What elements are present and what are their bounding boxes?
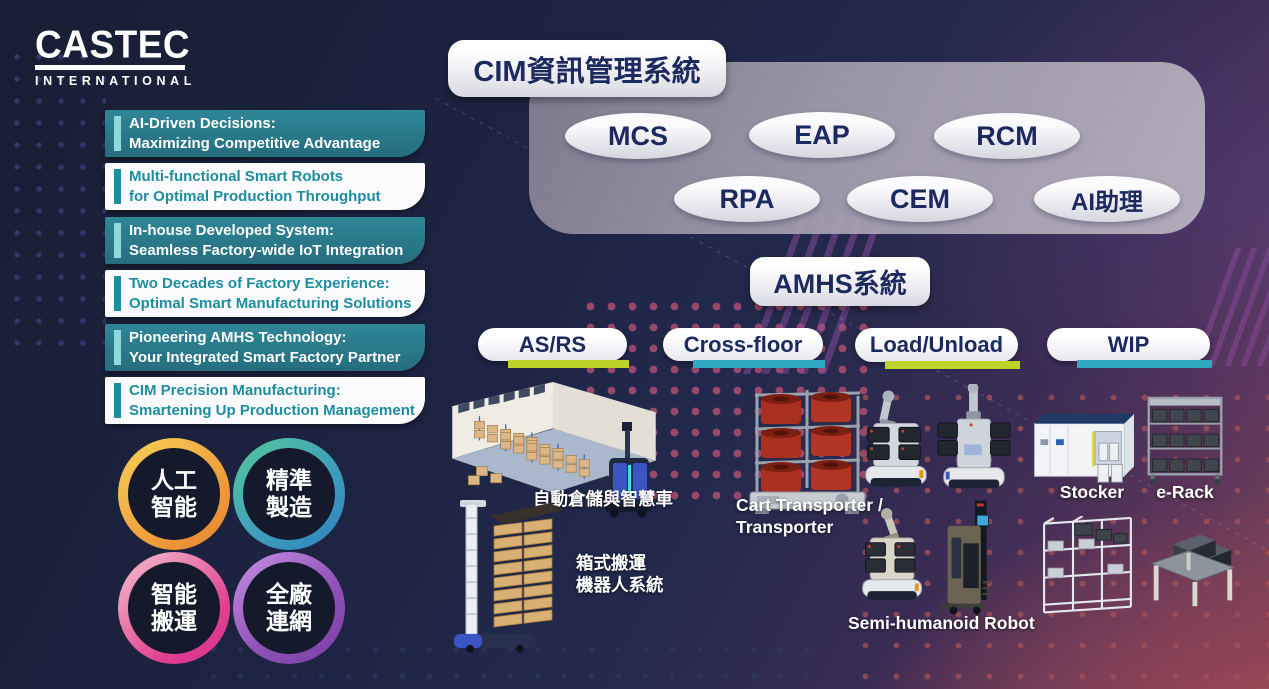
circle-label: 搬運 — [151, 608, 197, 634]
highlight-line: CIM Precision Manufacturing: — [129, 381, 341, 399]
category-tab-asrs: AS/RS — [478, 328, 629, 368]
circle-label: 人工 — [151, 467, 197, 493]
circle-label: 智能 — [151, 494, 197, 520]
highlight-line: Two Decades of Factory Experience: — [129, 274, 390, 292]
highlight-banner-5: Pioneering AMHS Technology: Your Integra… — [105, 324, 425, 371]
module-pill-eap: EAP — [749, 112, 895, 158]
brand-subtitle: INTERNATIONAL — [35, 74, 196, 88]
box-robot-caption-line2: 機器人系統 — [576, 575, 664, 595]
value-circle-precision: 精準 製造 — [233, 438, 345, 550]
module-pill-rcm: RCM — [934, 113, 1080, 159]
tab-accent-bar — [693, 360, 825, 368]
circle-label: 智能 — [151, 581, 197, 607]
highlight-line: Multi-functional Smart Robots — [129, 167, 344, 185]
cart-transporter-illustration — [745, 386, 870, 523]
highlight-banner-1: AI-Driven Decisions: Maximizing Competit… — [105, 110, 425, 157]
cart-caption-line2: Transporter — [736, 517, 834, 537]
tab-accent-bar — [1077, 360, 1212, 368]
circle-label: 全廠 — [266, 581, 312, 607]
cart-caption-line1: Cart Transporter / — [736, 495, 883, 515]
value-circle-network: 全廠 連網 — [233, 552, 345, 664]
tab-accent-bar — [508, 360, 629, 368]
arm-robot-illustration-2 — [933, 382, 1013, 501]
highlight-line: Maximizing Competitive Advantage — [129, 134, 381, 152]
castec-logo: CASTEC INTERNATIONAL — [35, 22, 196, 88]
warehouse-caption: 自動倉儲與智慧車 — [533, 489, 673, 509]
wip-rack-illustration — [1036, 515, 1138, 629]
stocker-caption: Stocker — [1059, 482, 1125, 502]
highlight-banner-6: CIM Precision Manufacturing: Smartening … — [105, 377, 425, 424]
arm-robot-illustration-1 — [858, 388, 934, 499]
semi-humanoid-caption: Semi-humanoid Robot — [848, 613, 1035, 633]
highlight-line: Your Integrated Smart Factory Partner — [129, 348, 401, 366]
value-circle-ai: 人工 智能 — [118, 438, 230, 550]
tab-label: Cross-floor — [683, 331, 803, 357]
box-robot-caption-line1: 箱式搬運 — [576, 553, 646, 573]
module-pill-rpa: RPA — [674, 176, 820, 222]
highlight-banner-2: Multi-functional Smart Robots for Optima… — [105, 163, 425, 210]
highlight-line: Seamless Factory-wide IoT Integration — [129, 241, 404, 259]
highlight-line: Smartening Up Production Management — [129, 401, 415, 419]
erack-caption: e-Rack — [1156, 482, 1214, 502]
module-pill-cem: CEM — [847, 176, 993, 222]
tab-label: AS/RS — [518, 331, 587, 357]
brand-name: CASTEC — [35, 22, 191, 67]
box-robot-illustration — [450, 498, 570, 663]
cart-transporter-caption: Cart Transporter / Transporter — [736, 494, 883, 538]
erack-illustration — [1143, 392, 1227, 491]
circle-label: 連網 — [266, 608, 312, 634]
value-circle-transport: 智能 搬運 — [118, 552, 230, 664]
stocker-illustration — [1026, 410, 1164, 491]
tab-label: Load/Unload — [869, 332, 1004, 357]
arm-robot-illustration-3 — [857, 505, 931, 614]
box-robot-caption: 箱式搬運 機器人系統 — [576, 552, 664, 596]
tab-accent-bar — [885, 361, 1020, 369]
circle-label: 製造 — [266, 494, 312, 520]
mast-robot-illustration — [934, 498, 1008, 621]
dot-grid-navy-top-left — [6, 46, 106, 356]
highlight-line: Pioneering AMHS Technology: — [129, 328, 347, 346]
circle-label: 精準 — [266, 467, 312, 493]
highlight-line: AI-Driven Decisions: — [129, 114, 276, 132]
module-pill-mcs: MCS — [565, 113, 711, 159]
category-tab-wip: WIP — [1047, 328, 1212, 368]
wip-table-illustration — [1146, 524, 1238, 613]
warehouse-illustration — [448, 380, 660, 521]
amhs-section-title: AMHS系統 — [750, 257, 930, 306]
cim-section-title: CIM資訊管理系統 — [448, 40, 726, 97]
category-tab-loadunload: Load/Unload — [855, 328, 1020, 369]
forklift-agv-illustration — [596, 420, 658, 525]
module-pill-ai-assistant: AI助理 — [1034, 176, 1180, 222]
highlight-banner-3: In-house Developed System: Seamless Fact… — [105, 217, 425, 264]
highlight-line: Optimal Smart Manufacturing Solutions — [129, 294, 412, 312]
highlight-banner-4: Two Decades of Factory Experience: Optim… — [105, 270, 425, 317]
logo-underline — [35, 65, 185, 70]
highlight-line: In-house Developed System: — [129, 221, 335, 239]
highlight-line: for Optimal Production Throughput — [129, 187, 381, 205]
category-tab-crossfloor: Cross-floor — [663, 328, 825, 368]
tab-label: WIP — [1107, 331, 1150, 357]
